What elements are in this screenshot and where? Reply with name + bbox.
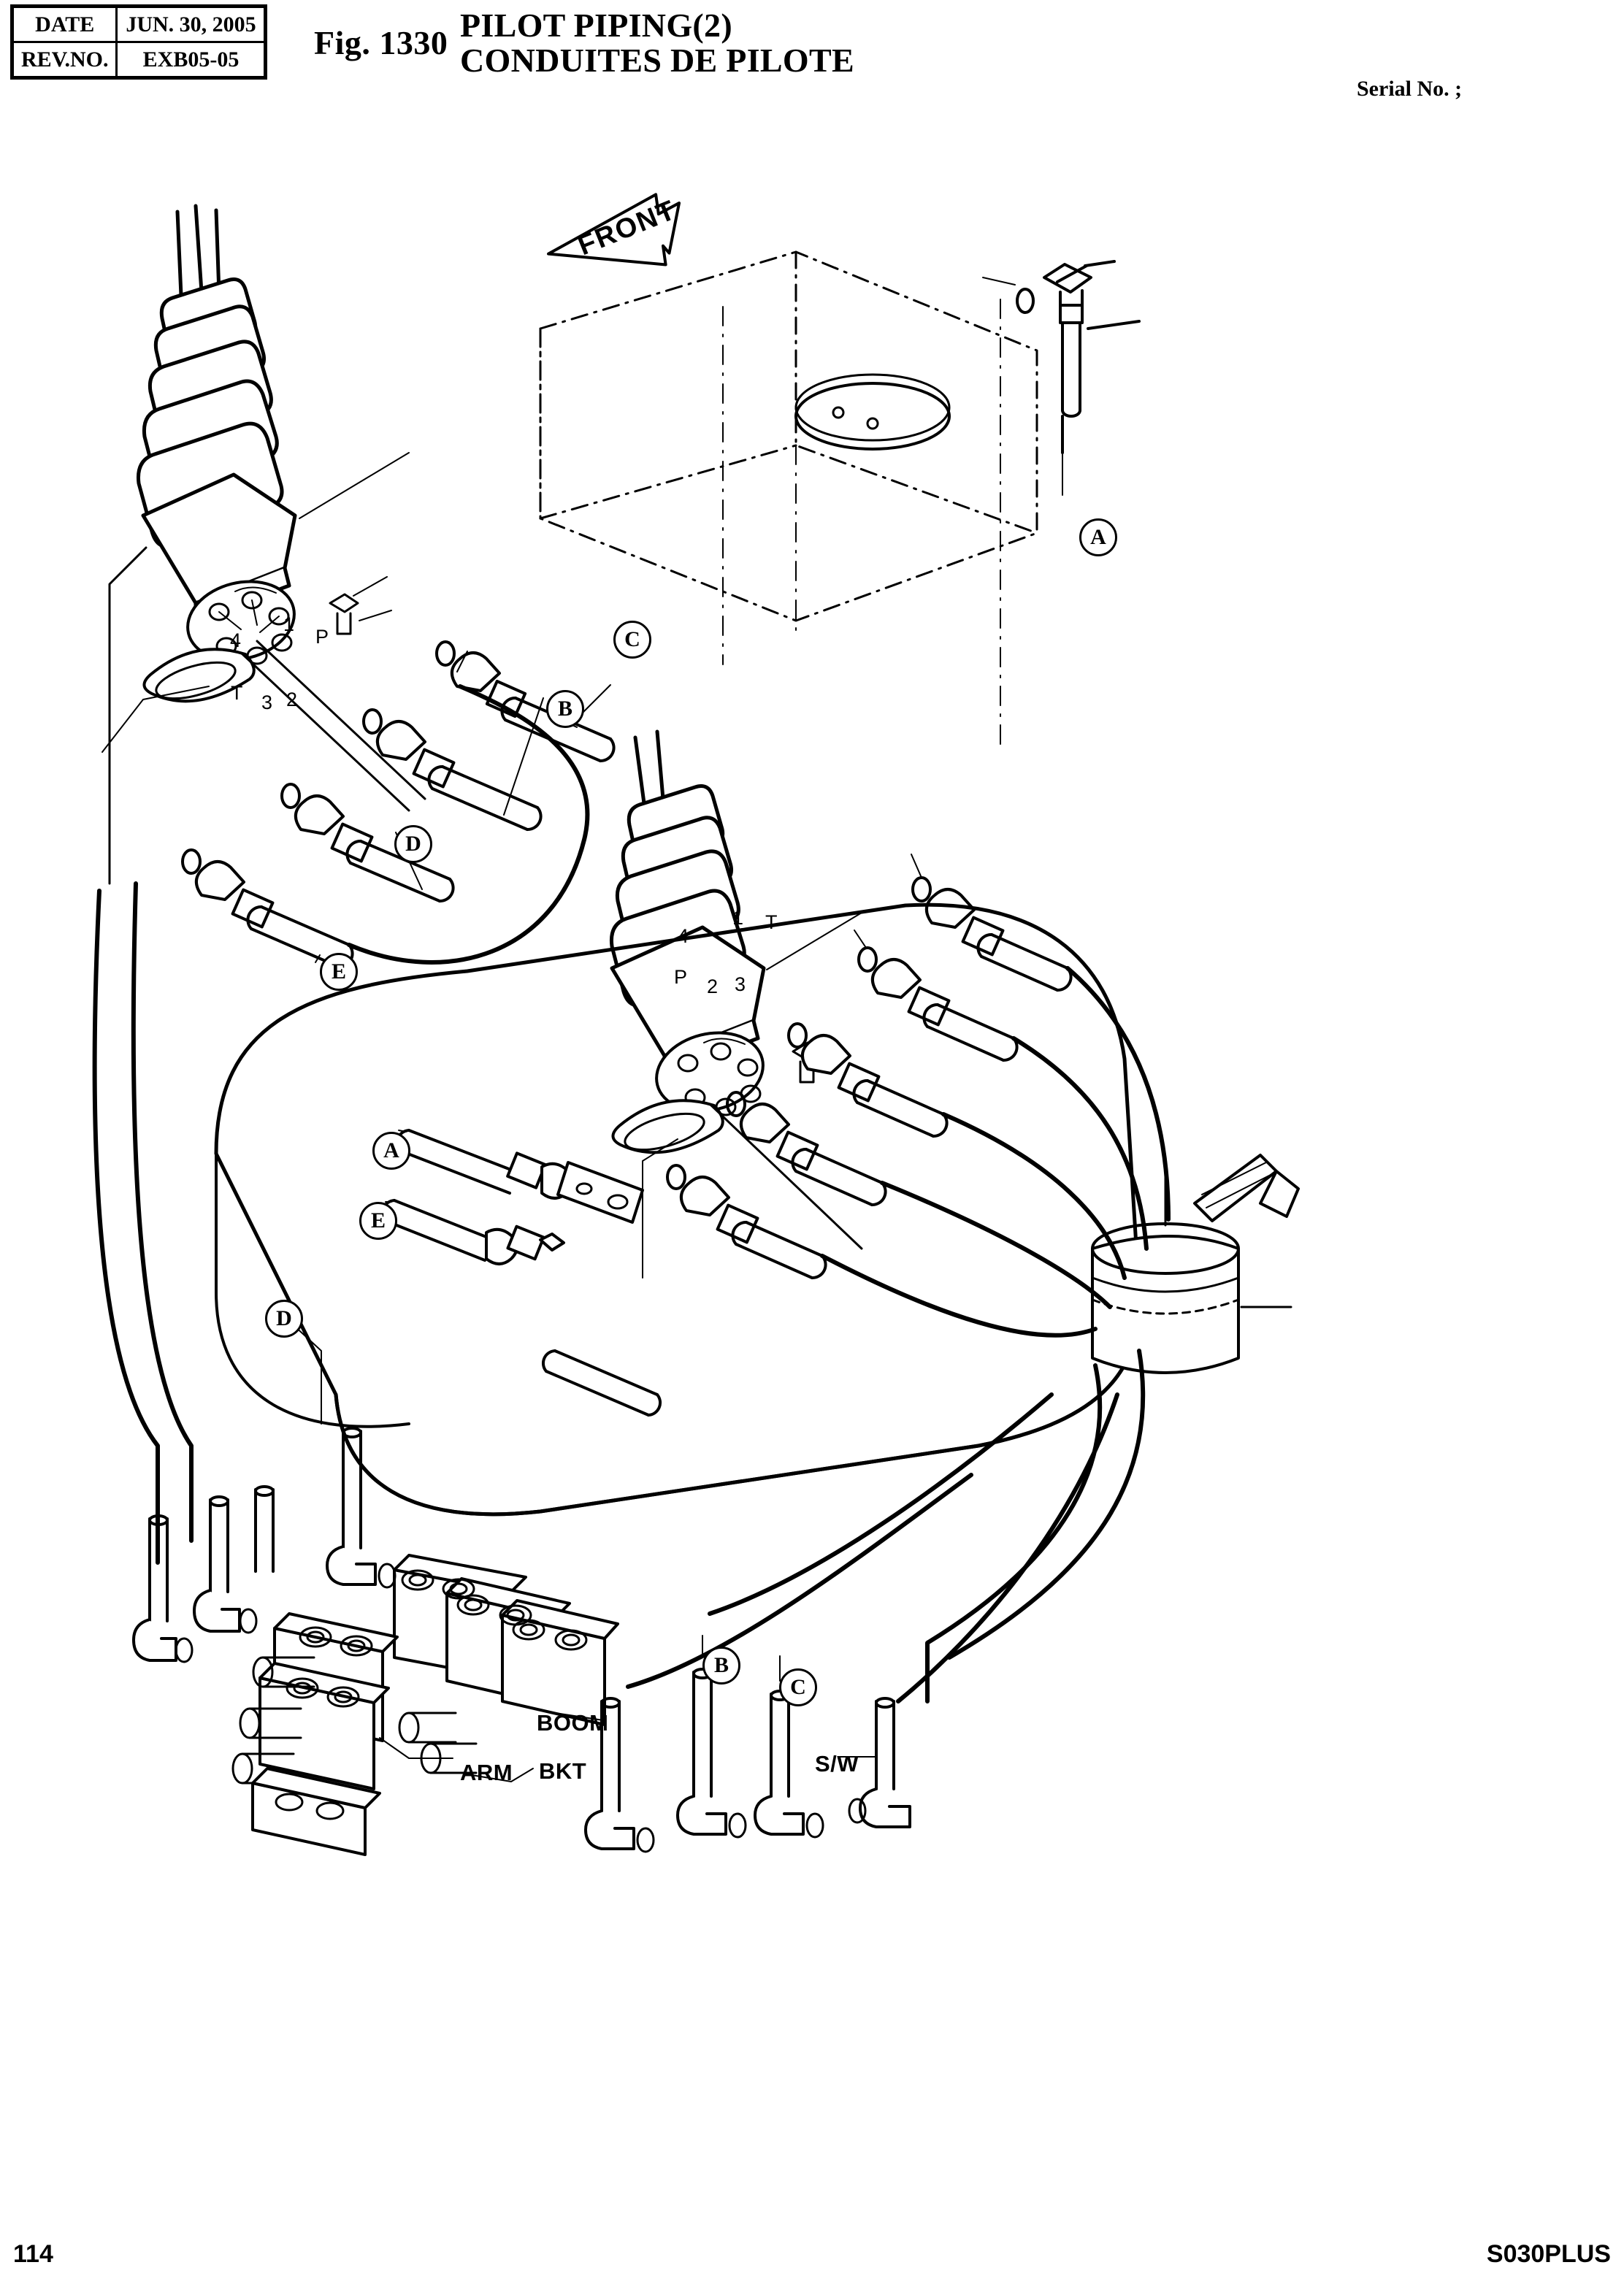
page-title-french: CONDUITES DE PILOTE: [460, 42, 854, 79]
leader-line: [456, 651, 468, 672]
header-revno-value: EXB05-05: [115, 41, 267, 79]
hose-assembly-d: [280, 783, 455, 903]
figure-number: Fig. 1330: [314, 24, 448, 61]
revision-info-table: DATE JUN. 30, 2005 REV.NO. EXB05-05: [10, 4, 268, 80]
right-hose-bank: [666, 876, 1073, 1280]
label-sw: S/W: [815, 1751, 859, 1777]
right-joystick-port-2: 2: [707, 976, 719, 997]
callout-bubble-b-bottom: B: [702, 1647, 740, 1684]
leader-line: [982, 277, 1016, 285]
left-joystick-port-4: 4: [230, 629, 242, 651]
right-joystick-port-4: 4: [678, 925, 689, 947]
callout-bubble-a-center: A: [372, 1132, 410, 1170]
callout-bubble-e-left: E: [320, 953, 358, 991]
leader-line: [503, 697, 544, 816]
leader-lines-bottom: [379, 1635, 877, 1782]
header-revno-label: REV.NO.: [10, 41, 118, 79]
callout-bubble-b-left: B: [546, 690, 584, 728]
leader-line: [854, 930, 867, 948]
front-direction-arrow: [546, 193, 681, 267]
callout-bubble-a-top: A: [1079, 518, 1117, 556]
callout-bubble-e-center: E: [359, 1202, 397, 1240]
left-joystick-port-1: 1: [283, 613, 295, 635]
label-boom: BOOM: [537, 1710, 609, 1736]
leader-line: [299, 452, 410, 519]
leader-line: [398, 1130, 407, 1132]
clamp-strip: [1193, 1154, 1300, 1222]
center-bracket-assembly: [381, 1129, 662, 1417]
hose-assembly-c: [435, 640, 616, 763]
hose-assembly-b: [362, 708, 543, 832]
header-date-label: DATE: [10, 5, 118, 43]
left-joystick-port-3: 3: [261, 691, 273, 713]
page-title-english: PILOT PIPING(2): [460, 7, 732, 44]
leader-line: [642, 1138, 678, 1279]
leader-line: [766, 912, 862, 970]
page-number: 114: [13, 2240, 53, 2268]
leader-line: [911, 854, 922, 878]
hose-routing: [92, 684, 1171, 1703]
callout-bubble-c-bottom: C: [779, 1668, 817, 1706]
tank-outline: [539, 250, 1038, 753]
leader-line: [315, 954, 321, 963]
hose-assembly-e: [181, 848, 354, 969]
document-code: S030PLUS: [1486, 2240, 1611, 2268]
right-joystick-port-t: T: [765, 911, 778, 933]
callout-bubble-d-center: D: [265, 1300, 303, 1338]
left-joystick: [108, 204, 426, 885]
right-joystick: [609, 729, 863, 1250]
left-joystick-port-p: P: [315, 626, 329, 648]
right-joystick-port-1: 1: [732, 907, 744, 929]
right-joystick-port-3: 3: [735, 973, 746, 995]
table-row: REV.NO. EXB05-05: [10, 41, 267, 79]
label-arm: ARM: [460, 1760, 513, 1785]
table-row: DATE JUN. 30, 2005: [10, 5, 267, 43]
serial-number-label: Serial No. ;: [1357, 77, 1463, 101]
exploded-parts-diagram: FRONT: [0, 110, 1624, 2212]
control-valve-block: [231, 1554, 619, 1856]
label-bkt: BKT: [539, 1758, 587, 1784]
leader-line: [102, 686, 210, 753]
part-a-upper-assembly: [1016, 260, 1141, 454]
left-joystick-port-t: T: [231, 682, 243, 704]
left-joystick-port-2: 2: [286, 689, 298, 710]
right-joystick-port-p: P: [674, 966, 688, 988]
callout-bubble-d-left: D: [394, 825, 432, 863]
callout-bubble-c-left: C: [613, 621, 651, 659]
header-date-value: JUN. 30, 2005: [115, 5, 267, 43]
